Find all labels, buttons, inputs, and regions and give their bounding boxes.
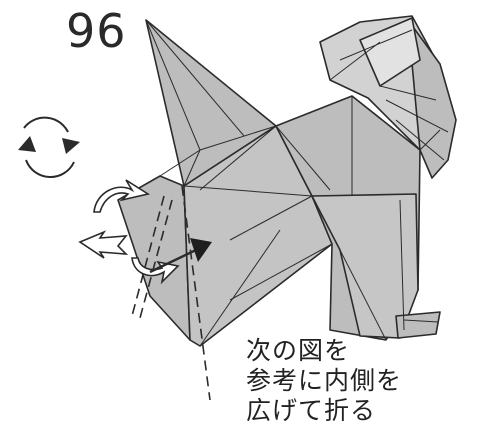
step-number: 96 [66,4,127,58]
instruction-line: 参考に内側を [246,366,403,395]
fold-guide-dashed [131,185,211,401]
model-body [117,15,457,347]
crease-lines [145,19,449,347]
instruction-line: 次の図を [246,336,351,365]
instruction-text: 次の図を 参考に内側を 広げて折る [246,336,402,426]
push-arrow-icon [149,238,212,274]
turn-over-icon [18,116,80,179]
instruction-line: 広げて折る [246,396,377,425]
